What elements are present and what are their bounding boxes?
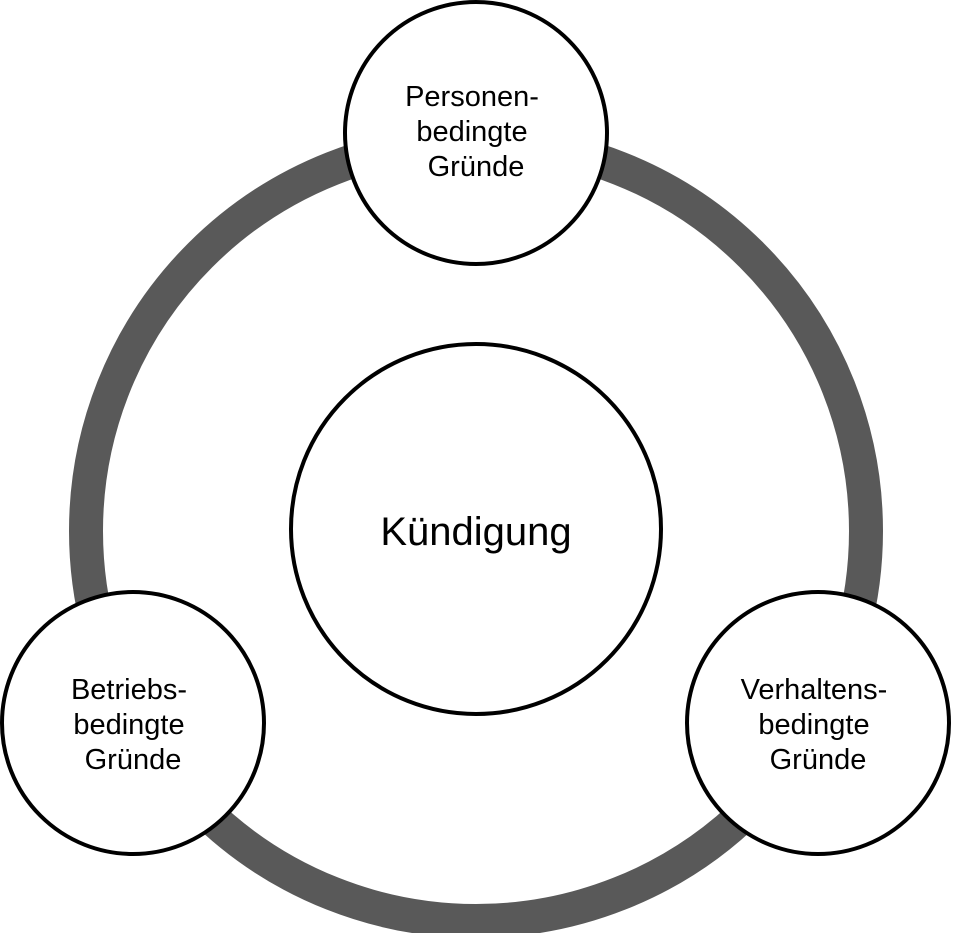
center-circle [289,342,663,716]
top-reason-line-2: bedingte [416,116,527,148]
center-label: Kündigung [380,510,571,554]
left-reason-circle [0,590,266,856]
left-reason-line-1: Betriebs- [71,674,187,706]
right-reason-line-3: Gründe [770,744,867,776]
left-reason-line-2: bedingte [73,709,184,741]
right-reason-circle [685,590,951,856]
top-reason-line-3: Gründe [428,151,525,183]
right-reason-label: Verhaltens- bedingte Gründe [741,674,896,776]
top-reason-line-1: Personen- [405,81,539,113]
top-reason-label: Personen- bedingte Gründe [405,81,547,183]
right-reason-line-2: bedingte [758,709,869,741]
left-reason-line-3: Gründe [85,744,182,776]
top-reason-circle [343,0,609,266]
left-reason-label: Betriebs- bedingte Gründe [71,674,195,776]
right-reason-line-1: Verhaltens- [741,674,888,706]
